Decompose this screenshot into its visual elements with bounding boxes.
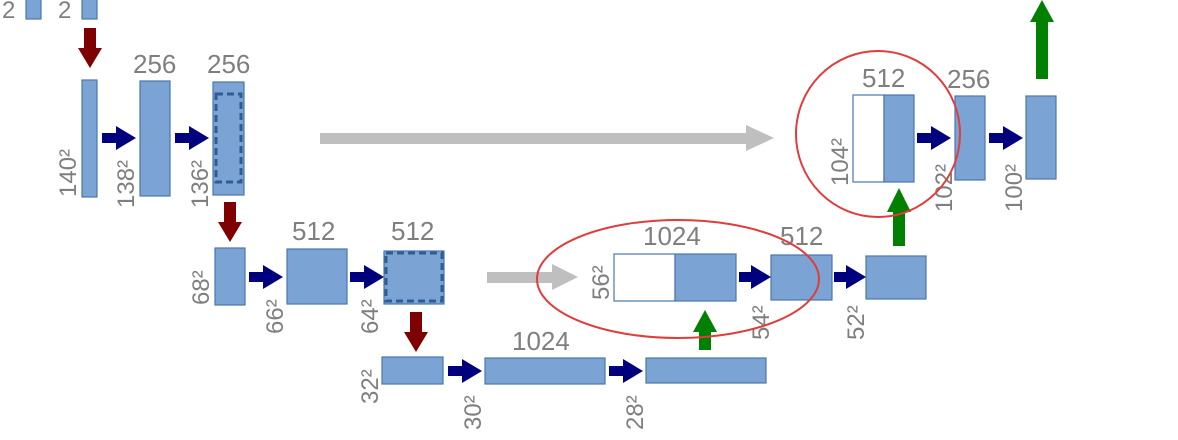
conv-arrow-u2-b	[834, 265, 866, 289]
channel-label-u2-concat: 1024	[643, 221, 701, 251]
size-label-u1-c1: 102²	[931, 164, 958, 212]
feature-map-u1-c2	[1025, 95, 1057, 180]
size-label-l1-c2: 136²	[187, 160, 214, 208]
feature-map-l3-c2	[645, 357, 767, 384]
upconv-arrow-top	[1030, 0, 1054, 79]
copy-crop-arrow-l2	[487, 264, 578, 290]
copied-map-u1	[852, 94, 885, 183]
crop-region-l2	[384, 251, 444, 303]
feature-map-l3-c1	[484, 357, 606, 385]
channel-label-u1-concat: 512	[862, 63, 905, 93]
feature-map-l1-in	[81, 79, 98, 198]
conv-arrow-u1-b	[989, 126, 1023, 150]
conv-arrow-l2-a	[249, 265, 283, 289]
conv-arrow-l3-a	[448, 359, 482, 383]
crop-region-l1	[214, 92, 243, 184]
feature-map-l2-c2	[383, 250, 445, 305]
channel-label-l1-c2: 256	[207, 49, 250, 79]
size-label-l2-c1: 66²	[262, 299, 289, 334]
channel-label-l2-c1: 512	[292, 216, 335, 246]
copy-crop-arrow-l1	[320, 125, 774, 151]
size-label-l2-c2: 64²	[357, 299, 384, 334]
feature-map-top-b	[81, 0, 98, 20]
highlight-ellipse-u1	[795, 50, 961, 218]
pool-arrow-l1	[218, 202, 242, 242]
feature-map-l1-c1	[139, 80, 171, 197]
feature-map-l3-in	[381, 356, 444, 385]
feature-map-top-a	[25, 0, 42, 20]
conv-arrow-l3-b	[609, 359, 643, 383]
feature-map-u2-c1	[770, 254, 833, 301]
channel-label-u2-c1: 512	[780, 221, 823, 251]
feature-map-l1-c2	[212, 81, 245, 196]
channel-label-l1-c1: 256	[133, 49, 176, 79]
size-label-u1-in: 104²	[827, 138, 854, 186]
conv-arrow-l2-b	[350, 265, 384, 289]
highlight-ellipse-u2	[536, 219, 820, 339]
size-label-l3-c2: 28²	[622, 395, 649, 430]
pool-arrow-l2	[404, 312, 428, 352]
upsampled-map-u1	[883, 94, 915, 183]
upsampled-map-u2	[674, 253, 737, 302]
size-label-u2-in: 56²	[588, 265, 615, 300]
size-label-l1-c1: 138²	[113, 160, 140, 208]
size-label-l3-in: 32²	[357, 369, 384, 404]
top-left-label-a: 2	[2, 0, 15, 24]
upconv-arrow-u2	[887, 188, 911, 246]
size-label-u1-c2: 100²	[1001, 164, 1028, 212]
size-label-l3-c1: 30²	[460, 395, 487, 430]
size-label-u2-c2: 52²	[843, 305, 870, 340]
size-label-l2-in: 68²	[188, 270, 215, 305]
channel-label-l3: 1024	[512, 326, 570, 356]
feature-map-u2-c2	[865, 255, 927, 300]
feature-map-l2-c1	[286, 248, 348, 305]
conv-arrow-l1-b	[175, 126, 209, 150]
conv-arrow-l1-a	[102, 126, 136, 150]
conv-arrow-u2-a	[739, 265, 771, 289]
copied-map-u2	[613, 253, 676, 302]
channel-label-u1-c1: 256	[947, 64, 990, 94]
channel-label-l2-c2: 512	[391, 216, 434, 246]
top-left-label-b: 2	[58, 0, 71, 24]
pool-arrow-top	[78, 28, 102, 68]
feature-map-l2-in	[214, 247, 246, 306]
upconv-arrow-l3	[693, 310, 717, 350]
size-label-l1-in: 140²	[55, 149, 82, 197]
conv-arrow-u1-a	[917, 126, 951, 150]
